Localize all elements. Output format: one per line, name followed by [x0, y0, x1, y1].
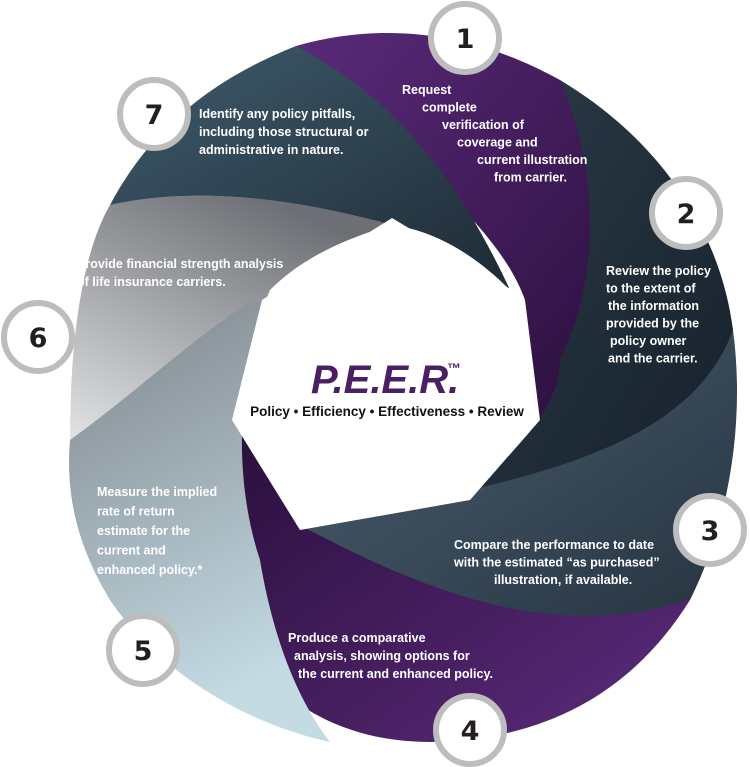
step-1-line: from carrier. [494, 171, 567, 185]
badge-circle [673, 493, 747, 567]
step-4-number: 4 [461, 716, 480, 747]
segment-7 [110, 46, 510, 290]
step-3-number: 3 [701, 516, 720, 547]
step-4-line: analysis, showing options for [294, 649, 470, 663]
step-2-line: provided by the [606, 317, 699, 331]
step-1-number: 1 [456, 24, 475, 55]
step-4-text: Produce a comparative analysis, showing o… [288, 631, 493, 681]
badge-circle [649, 176, 723, 250]
center-hexagon [232, 218, 540, 530]
badge-circle [428, 1, 502, 75]
peer-logo: P.E.E.R. [311, 358, 459, 402]
segment-4 [234, 425, 690, 742]
badge-circle [1, 300, 75, 374]
segment-1 [296, 32, 612, 421]
step-5-line: rate of return [97, 505, 175, 519]
trademark-mark: ™ [447, 360, 461, 376]
step-2-line: and the carrier. [608, 352, 698, 366]
step-5-number: 5 [134, 636, 153, 667]
step-6-badge: 6 [1, 300, 75, 374]
step-1-line: Request [402, 83, 452, 97]
step-7-number: 7 [145, 100, 164, 131]
step-2-line: the information [608, 299, 699, 313]
step-3-line: with the estimated “as purchased” [453, 556, 660, 570]
step-2-badge: 2 [649, 176, 723, 250]
step-2-line: policy owner [610, 334, 687, 348]
step-7-line: including those structural or [199, 125, 369, 139]
center-logo: P.E.E.R. ™ Policy • Efficiency • Effecti… [250, 358, 524, 419]
segment-6 [70, 195, 392, 440]
step-4-line: Produce a comparative [288, 631, 426, 645]
step-3-text: Compare the performance to date with the … [453, 538, 660, 587]
step-5-line: Measure the implied [97, 485, 217, 499]
step-7-badge: 7 [117, 77, 191, 151]
step-7-line: Identify any policy pitfalls, [199, 107, 355, 121]
step-2-line: Review the policy [606, 264, 711, 278]
step-7-text: Identify any policy pitfalls, including t… [199, 107, 369, 157]
step-4-line: the current and enhanced policy. [298, 667, 493, 681]
step-7-line: administrative in nature. [199, 143, 343, 157]
step-5-line: current and [97, 544, 166, 558]
step-1-badge: 1 [428, 1, 502, 75]
step-3-badge: 3 [673, 493, 747, 567]
badge-circle [117, 77, 191, 151]
step-4-badge: 4 [433, 693, 507, 767]
badge-circle [106, 613, 180, 687]
step-2-line: to the extent of [606, 282, 696, 296]
step-5-text: Measure the implied rate of return estimat… [97, 485, 217, 577]
step-5-badge: 5 [106, 613, 180, 687]
step-5-line: enhanced policy.* [97, 563, 202, 577]
step-6-line: Provide financial strength analysis [77, 257, 283, 271]
step-6-line: of life insurance carriers. [77, 275, 226, 289]
step-1-line: verification of [442, 118, 525, 132]
step-1-text: Request complete verification of coverage a… [402, 83, 587, 185]
logo-subtitle: Policy • Efficiency • Effectiveness • Re… [250, 404, 524, 419]
step-1-line: complete [422, 101, 477, 115]
step-2-text: Review the policy to the extent of the inf… [606, 264, 711, 366]
step-3-line: illustration, if available. [494, 573, 632, 587]
step-6-text: Provide financial strength analysis of li… [77, 257, 283, 289]
step-2-number: 2 [677, 199, 696, 230]
step-3-line: Compare the performance to date [454, 538, 654, 552]
segment-3 [300, 330, 738, 634]
badge-circle [433, 693, 507, 767]
step-1-line: coverage and [457, 136, 538, 150]
step-1-line: current illustration [477, 153, 587, 167]
step-5-line: estimate for the [97, 524, 190, 538]
step-6-number: 6 [29, 323, 48, 354]
